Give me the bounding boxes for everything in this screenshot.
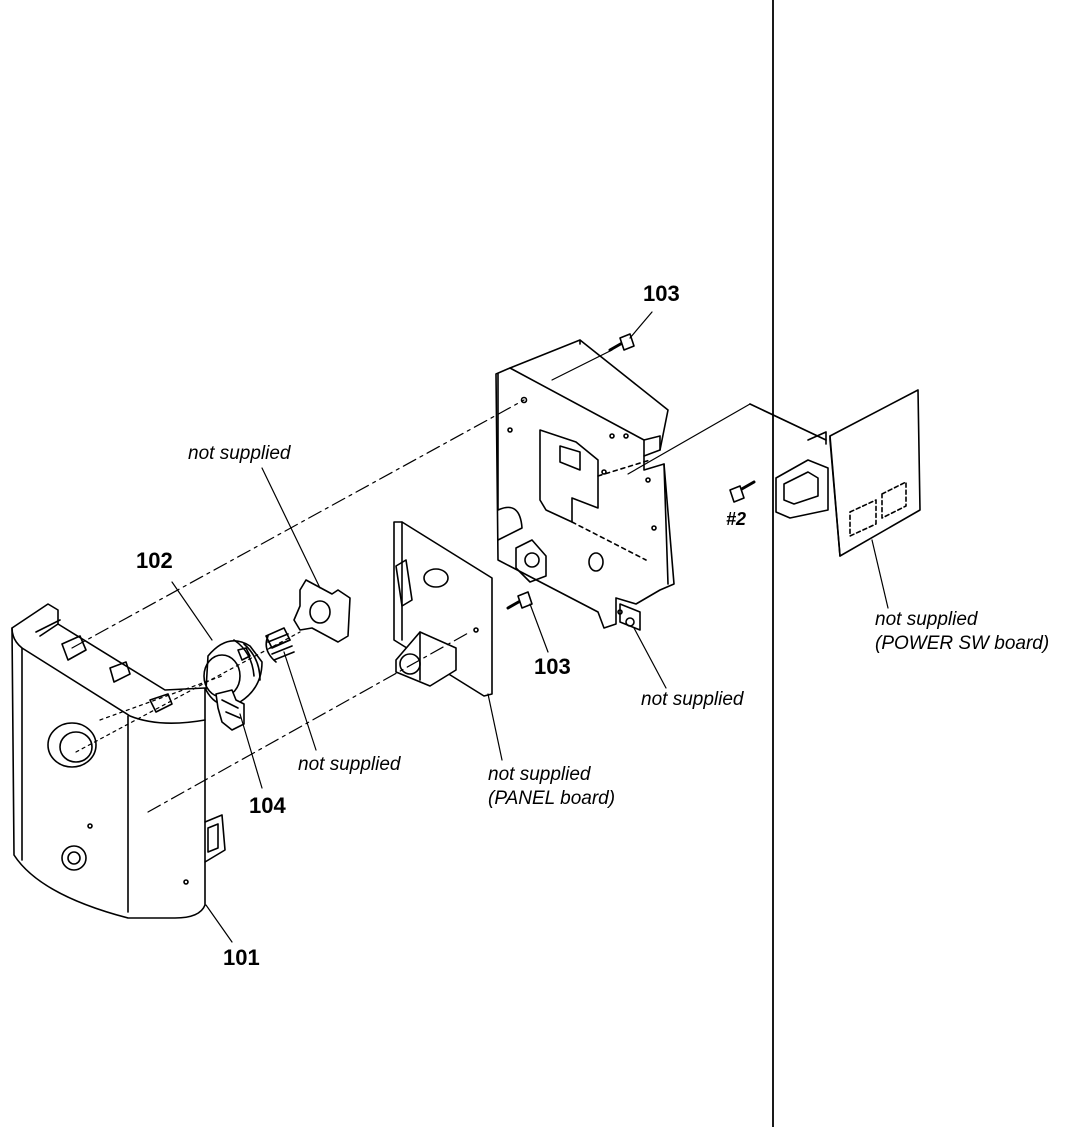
note-panel-board: not supplied (PANEL board) <box>488 763 615 811</box>
note-not-supplied-bracket: not supplied <box>641 689 744 710</box>
panel-board-part <box>393 521 493 697</box>
screw-103-top <box>608 333 635 352</box>
callout-104: 104 <box>249 793 286 818</box>
note-power-sw-board-line2: (POWER SW board) <box>875 633 1050 654</box>
chassis-part <box>495 339 675 631</box>
callout-102: 102 <box>136 548 173 573</box>
note-power-sw-board-line1: not supplied <box>875 609 978 630</box>
page-divider-line <box>772 0 774 1127</box>
callout-ref-2: #2 <box>726 509 747 529</box>
screw-2 <box>729 480 756 503</box>
note-panel-board-line1: not supplied <box>488 764 591 785</box>
spring-part <box>265 627 295 663</box>
assembly-lines <box>71 349 827 813</box>
note-not-supplied-spring: not supplied <box>298 754 401 775</box>
callout-101: 101 <box>223 945 260 970</box>
power-sw-board-part <box>749 389 921 557</box>
gasket-part <box>293 579 351 643</box>
note-panel-board-line2: (PANEL board) <box>488 788 616 809</box>
callout-103-top: 103 <box>643 281 680 306</box>
screw-103-mid <box>506 591 533 610</box>
front-cover-part <box>11 603 226 919</box>
bracket-part <box>215 689 245 731</box>
callout-103-mid: 103 <box>534 654 571 679</box>
note-not-supplied-gasket: not supplied <box>188 443 291 464</box>
note-power-sw-board: not supplied (POWER SW board) <box>875 608 1049 656</box>
leader-lines <box>171 311 889 943</box>
